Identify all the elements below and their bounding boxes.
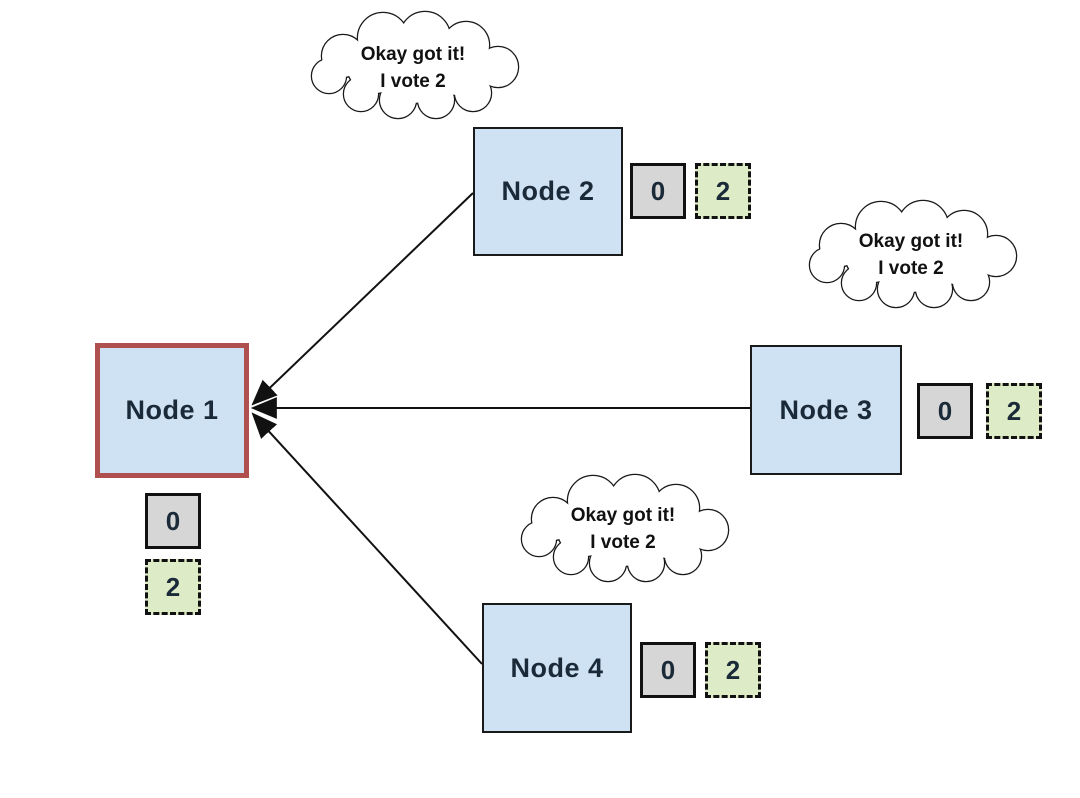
thought-text-node2: Okay got it! I vote 2 (308, 41, 518, 95)
node2-vote-value: 2 (715, 175, 731, 206)
thought-line: Okay got it! (360, 44, 466, 65)
thought-line: Okay got it! (858, 231, 964, 252)
node4-vote-value: 2 (725, 654, 741, 685)
node1-vote-value: 2 (165, 571, 181, 602)
node2-counter-value: 0 (650, 175, 666, 206)
thought-line: I vote 2 (590, 532, 656, 553)
node4-label: Node 4 (510, 652, 604, 683)
edge-node4-to-node1 (251, 412, 483, 665)
edge-node2-to-node1 (251, 192, 474, 406)
node2-vote-box: 2 (695, 163, 751, 219)
node1-counter-value: 0 (165, 505, 181, 536)
node3-counter-value: 0 (937, 395, 953, 426)
node4-vote-box: 2 (705, 642, 761, 698)
node3-label: Node 3 (779, 394, 873, 425)
node2-box: Node 2 (473, 127, 623, 256)
node3-counter-box: 0 (917, 383, 973, 439)
node4-box: Node 4 (482, 603, 632, 733)
node1-label: Node 1 (125, 395, 219, 425)
node4-counter-box: 0 (640, 642, 696, 698)
node1-box: Node 1 (95, 343, 249, 478)
thought-text-node4: Okay got it! I vote 2 (518, 502, 728, 556)
node3-vote-value: 2 (1006, 395, 1022, 426)
thought-text-node3: Okay got it! I vote 2 (806, 228, 1016, 282)
node3-box: Node 3 (750, 345, 902, 475)
node1-vote-box: 2 (145, 559, 201, 615)
thought-line: Okay got it! (570, 505, 676, 526)
thought-line: I vote 2 (380, 71, 446, 92)
node4-counter-value: 0 (660, 654, 676, 685)
node1-counter-box: 0 (145, 493, 201, 549)
node2-label: Node 2 (501, 176, 595, 206)
node2-counter-box: 0 (630, 163, 686, 219)
thought-line: I vote 2 (878, 258, 944, 279)
node3-vote-box: 2 (986, 383, 1042, 439)
